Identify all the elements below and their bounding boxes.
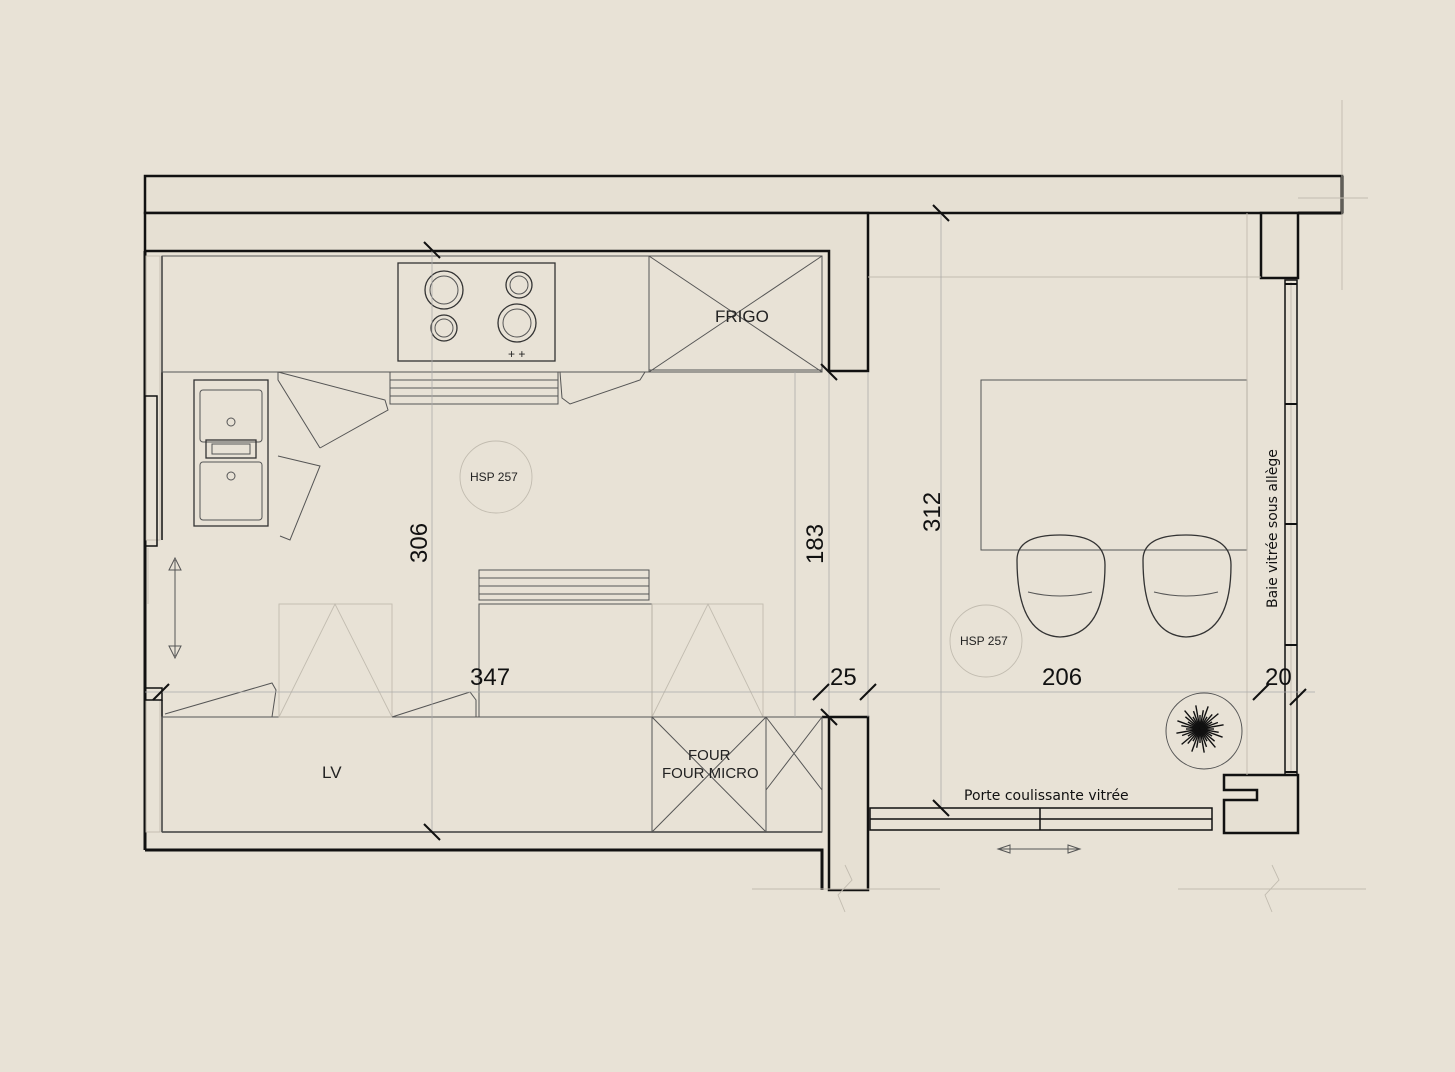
horizontal-double-arrow — [996, 844, 1082, 854]
dim-25: 25 — [830, 664, 857, 691]
chair-right — [1142, 534, 1232, 638]
walls — [143, 100, 1368, 913]
top-counter: + + — [161, 255, 823, 541]
bottom-counter — [161, 569, 823, 833]
dim-306: 306 — [406, 523, 433, 563]
left-arrow — [147, 548, 182, 660]
dimension-lines — [145, 204, 1315, 841]
oven — [651, 716, 823, 833]
hsp-right-label: HSP 257 — [960, 634, 1008, 648]
sliding-door-label: Porte coulissante vitrée — [964, 788, 1129, 804]
chair-left — [1016, 534, 1106, 638]
hsp-markers: HSP 257 HSP 257 — [459, 440, 1023, 678]
oven-label: FOUR — [688, 747, 731, 764]
fridge-label: FRIGO — [715, 307, 769, 326]
bay-window-label: Baie vitrée sous allège — [1265, 449, 1281, 608]
cooktop — [397, 262, 556, 362]
dim-312: 312 — [919, 492, 946, 532]
table — [980, 379, 1248, 551]
lv-label: LV — [322, 763, 342, 782]
sink — [193, 379, 269, 527]
window-mullions — [1285, 283, 1297, 773]
dim-20: 20 — [1265, 664, 1292, 691]
dim-183: 183 — [802, 524, 829, 564]
plant-icon — [1165, 692, 1243, 770]
cooktop-marks: + + — [508, 347, 525, 361]
microwave-label: FOUR MICRO — [662, 765, 759, 782]
dim-206: 206 — [1042, 664, 1082, 691]
dim-347: 347 — [470, 664, 510, 691]
hsp-left-label: HSP 257 — [470, 470, 518, 484]
dining — [868, 213, 1261, 775]
